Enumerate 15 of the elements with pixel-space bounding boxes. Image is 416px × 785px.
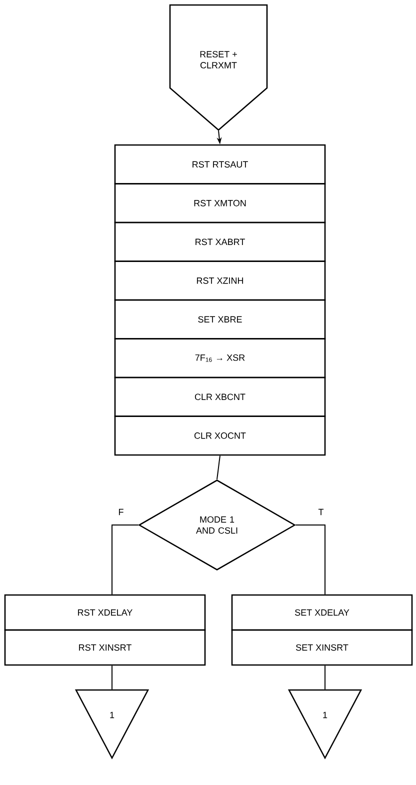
process-box: RST XMTON [114, 183, 326, 224]
process-box: RST XABRT [114, 222, 326, 262]
process-box: CLR XBCNT [114, 376, 326, 417]
process-box: RST RTSAUT [114, 144, 326, 184]
edge-label: F [117, 508, 125, 516]
process-box: SET XBRE [114, 299, 326, 340]
edge-label: T [317, 508, 325, 516]
process-box: RST XDELAY [4, 594, 206, 631]
process-box: SET XDELAY [231, 594, 413, 631]
offpage-connector: RESET + CLRXMT [169, 4, 268, 131]
process-box: RST XINSRT [4, 629, 206, 666]
process-box: 7F$_{16}$ → XSR [114, 338, 326, 378]
process-box: CLR XOCNT [114, 416, 326, 456]
process-box: RST XZINH [114, 260, 326, 301]
process-box: SET XINSRT [231, 629, 413, 666]
